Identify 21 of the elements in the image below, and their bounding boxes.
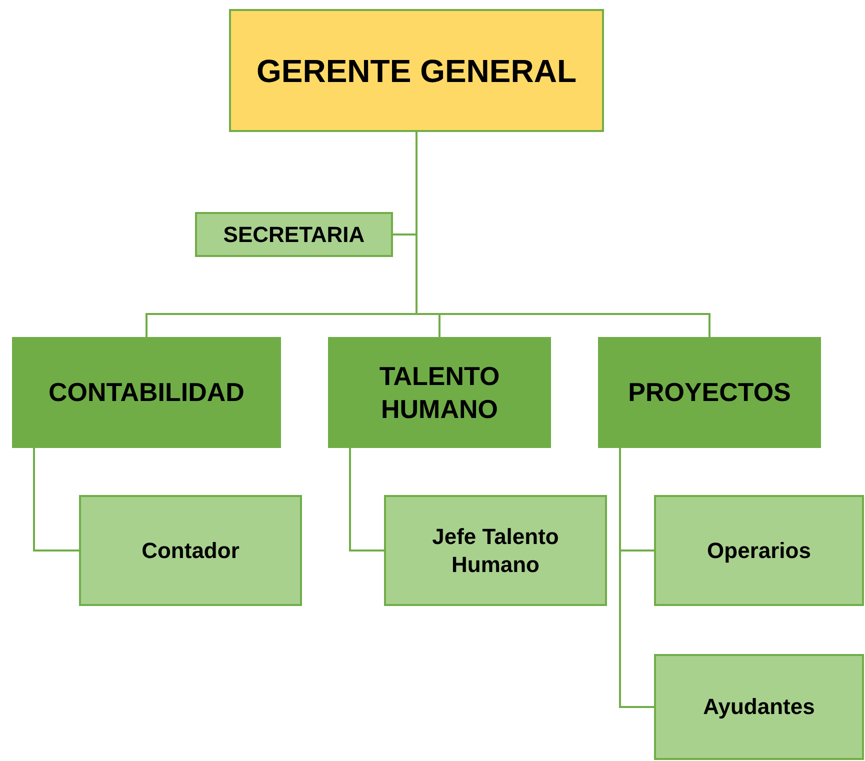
role-box <box>384 495 607 606</box>
node-label: Ayudantes <box>703 693 815 721</box>
connector-line <box>33 448 79 552</box>
node-label: SECRETARIA <box>223 220 365 248</box>
node-label: TALENTO HUMANO <box>378 360 501 425</box>
node-label: GERENTE GENERAL <box>256 52 577 90</box>
connector-line <box>619 448 654 708</box>
department-box <box>328 337 551 448</box>
department-box <box>598 337 821 448</box>
department-box <box>12 337 281 448</box>
node-label: PROYECTOS <box>628 376 791 409</box>
role-box <box>79 495 302 606</box>
node-label: CONTABILIDAD <box>48 376 244 409</box>
node-label: Jefe Talento Humano <box>431 523 560 578</box>
node-label: Operarios <box>707 536 811 564</box>
role-box <box>654 654 864 760</box>
assistant-box <box>195 212 393 257</box>
connector-line <box>349 448 384 552</box>
node-label: Contador <box>142 536 240 564</box>
role-box <box>654 495 864 606</box>
manager-box <box>229 9 604 132</box>
